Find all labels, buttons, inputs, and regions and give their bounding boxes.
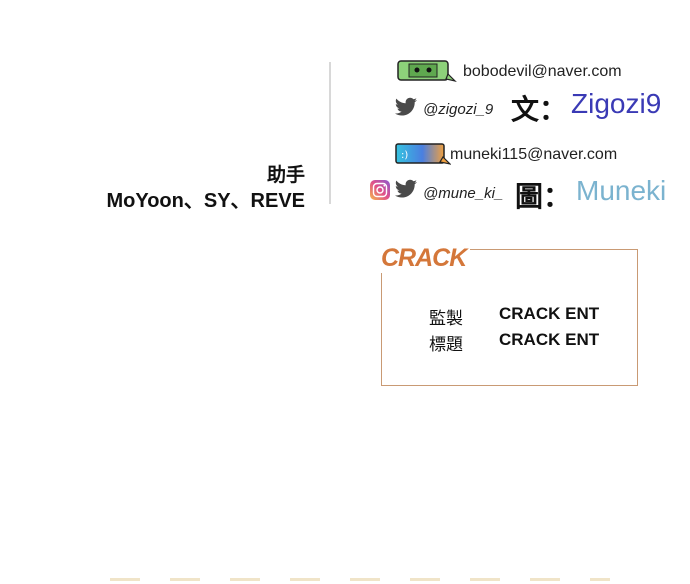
writer-mail-icon — [397, 60, 457, 89]
credit-label: 標題 — [429, 335, 463, 354]
artist-handle[interactable]: @mune_ki_ — [423, 185, 504, 202]
mail-chat-icon: :) — [395, 143, 452, 165]
writer-role: 文： — [511, 94, 568, 125]
svg-text::): :) — [401, 150, 408, 161]
divider — [329, 62, 331, 204]
artist-role: 圖： — [515, 181, 572, 212]
twitter-icon — [394, 179, 418, 206]
writer-handle[interactable]: @zigozi_9 — [423, 101, 494, 118]
twitter-icon — [394, 97, 418, 124]
credits-box — [381, 249, 638, 386]
instagram-icon — [369, 179, 391, 206]
mail-chat-icon — [397, 60, 457, 83]
credit-value: CRACK ENT — [499, 304, 600, 323]
assistants-title: 助手 — [266, 165, 305, 186]
artist-name: Muneki — [576, 175, 667, 206]
credit-label: 監製 — [429, 309, 463, 328]
crack-logo: CRACK — [381, 244, 471, 273]
credit-value: CRACK ENT — [499, 330, 600, 349]
writer-name: Zigozi9 — [571, 88, 662, 119]
artist-email[interactable]: muneki115@naver.com — [450, 146, 618, 163]
artist-mail-icon: :) — [395, 143, 452, 172]
footer-decoration — [110, 578, 610, 581]
writer-email[interactable]: bobodevil@naver.com — [463, 63, 622, 80]
assistants-names: MoYoon、SY、REVE — [106, 190, 305, 212]
